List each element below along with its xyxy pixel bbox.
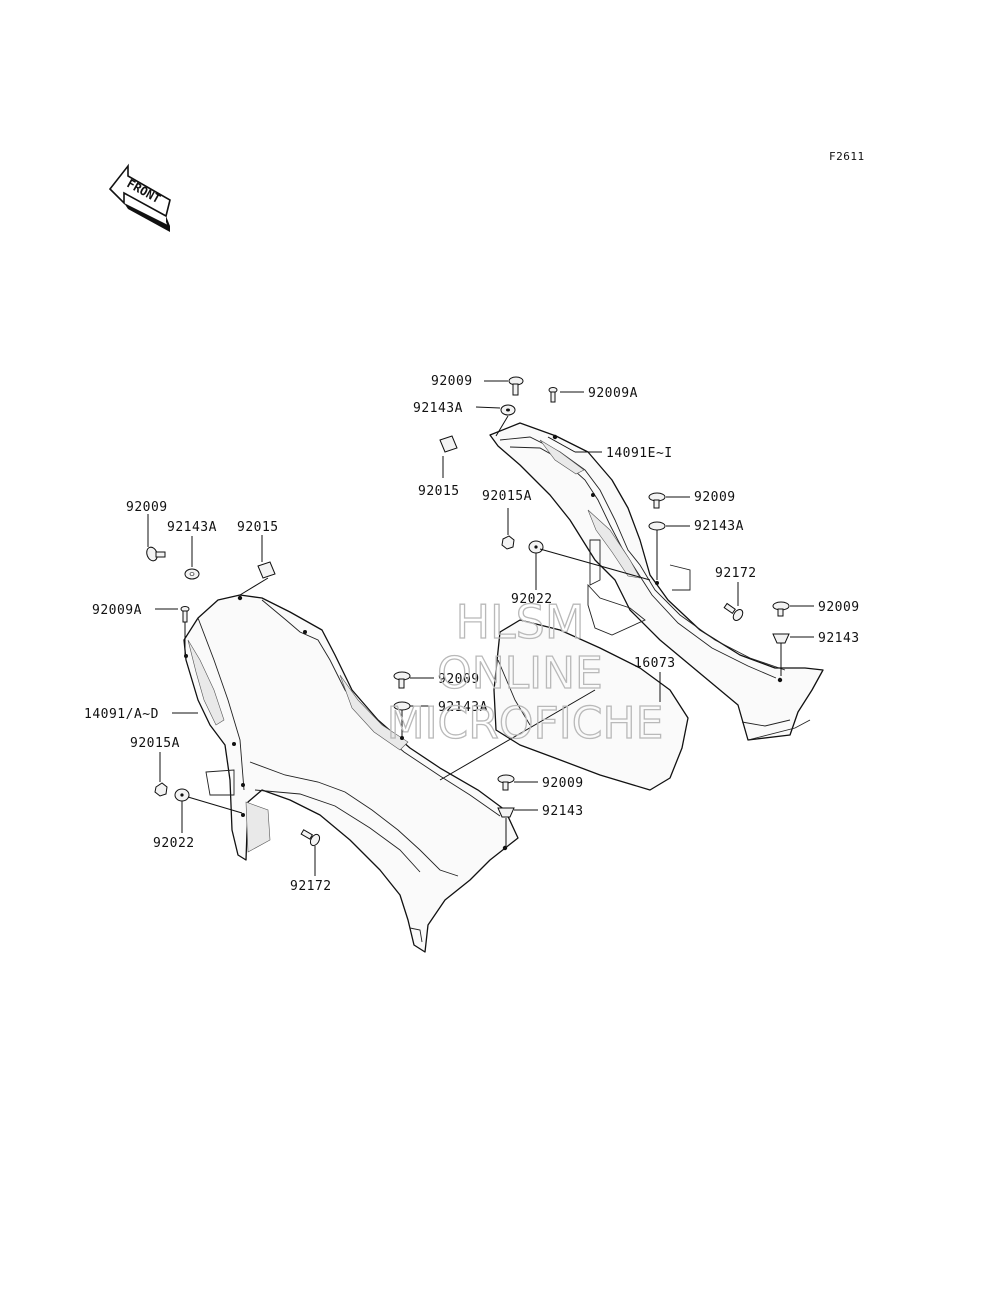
- label-92015: 92015: [418, 484, 460, 499]
- grommet-icon: [772, 633, 790, 644]
- front-direction-arrow-icon: FRONT: [108, 163, 171, 232]
- label-92022: 92022: [153, 836, 195, 851]
- side-panel-16073: [493, 539, 691, 791]
- bolt-icon: [300, 829, 321, 847]
- label-92009a: 92009A: [92, 603, 142, 618]
- label-92143: 92143: [542, 804, 584, 819]
- label-92015a: 92015A: [482, 489, 532, 504]
- bolt-icon: [180, 606, 190, 623]
- watermark: HLSM ONLINE MICROFICHE: [386, 594, 664, 749]
- bolt-icon: [146, 546, 166, 562]
- label-92143a: 92143A: [413, 401, 463, 416]
- bolt-icon: [648, 492, 666, 509]
- clip-nut-icon: [439, 435, 458, 453]
- label-14091-a-d: 14091/A~D: [84, 707, 159, 722]
- label-92143a: 92143A: [694, 519, 744, 534]
- bolt-icon: [393, 671, 411, 689]
- label-92009: 92009: [431, 374, 473, 389]
- label-14091e-i: 14091E~I: [606, 446, 673, 461]
- bolt-icon: [497, 774, 515, 791]
- bolt-icon: [723, 602, 744, 621]
- label-92143: 92143: [818, 631, 860, 646]
- label-92143a: 92143A: [438, 700, 488, 715]
- label-92015: 92015: [237, 520, 279, 535]
- label-92009: 92009: [126, 500, 168, 515]
- label-92172: 92172: [715, 566, 757, 581]
- watermark-line-1: HLSM: [455, 595, 584, 649]
- part-labels: 92009 92009A 92143A 14091E~I 92015 92015…: [84, 374, 860, 894]
- grommet-icon: [497, 807, 515, 818]
- figure-code: F2611: [829, 150, 865, 163]
- nut-icon: [154, 782, 168, 797]
- label-92009: 92009: [542, 776, 584, 791]
- clip-nut-icon: [257, 561, 276, 579]
- washer-icon: [174, 788, 190, 802]
- watermark-line-3: MICROFICHE: [387, 698, 664, 749]
- label-92022: 92022: [511, 592, 553, 607]
- left-side-cover: [183, 594, 519, 953]
- label-92009: 92009: [818, 600, 860, 615]
- washer-icon: [184, 568, 200, 580]
- washer-icon: [500, 404, 516, 416]
- washer-icon: [648, 521, 666, 531]
- label-92009: 92009: [694, 490, 736, 505]
- washer-icon: [528, 540, 544, 554]
- watermark-line-2: ONLINE: [437, 648, 603, 699]
- label-92015a: 92015A: [130, 736, 180, 751]
- nut-icon: [501, 535, 515, 550]
- label-16073: 16073: [634, 656, 676, 671]
- bolt-icon: [548, 387, 558, 403]
- leader-lines: [147, 380, 814, 876]
- label-92009: 92009: [438, 672, 480, 687]
- label-92009a: 92009A: [588, 386, 638, 401]
- bolt-icon: [772, 601, 790, 617]
- bolt-icon: [508, 376, 524, 396]
- right-side-cover: [489, 422, 824, 741]
- label-92143a: 92143A: [167, 520, 217, 535]
- label-92172: 92172: [290, 879, 332, 894]
